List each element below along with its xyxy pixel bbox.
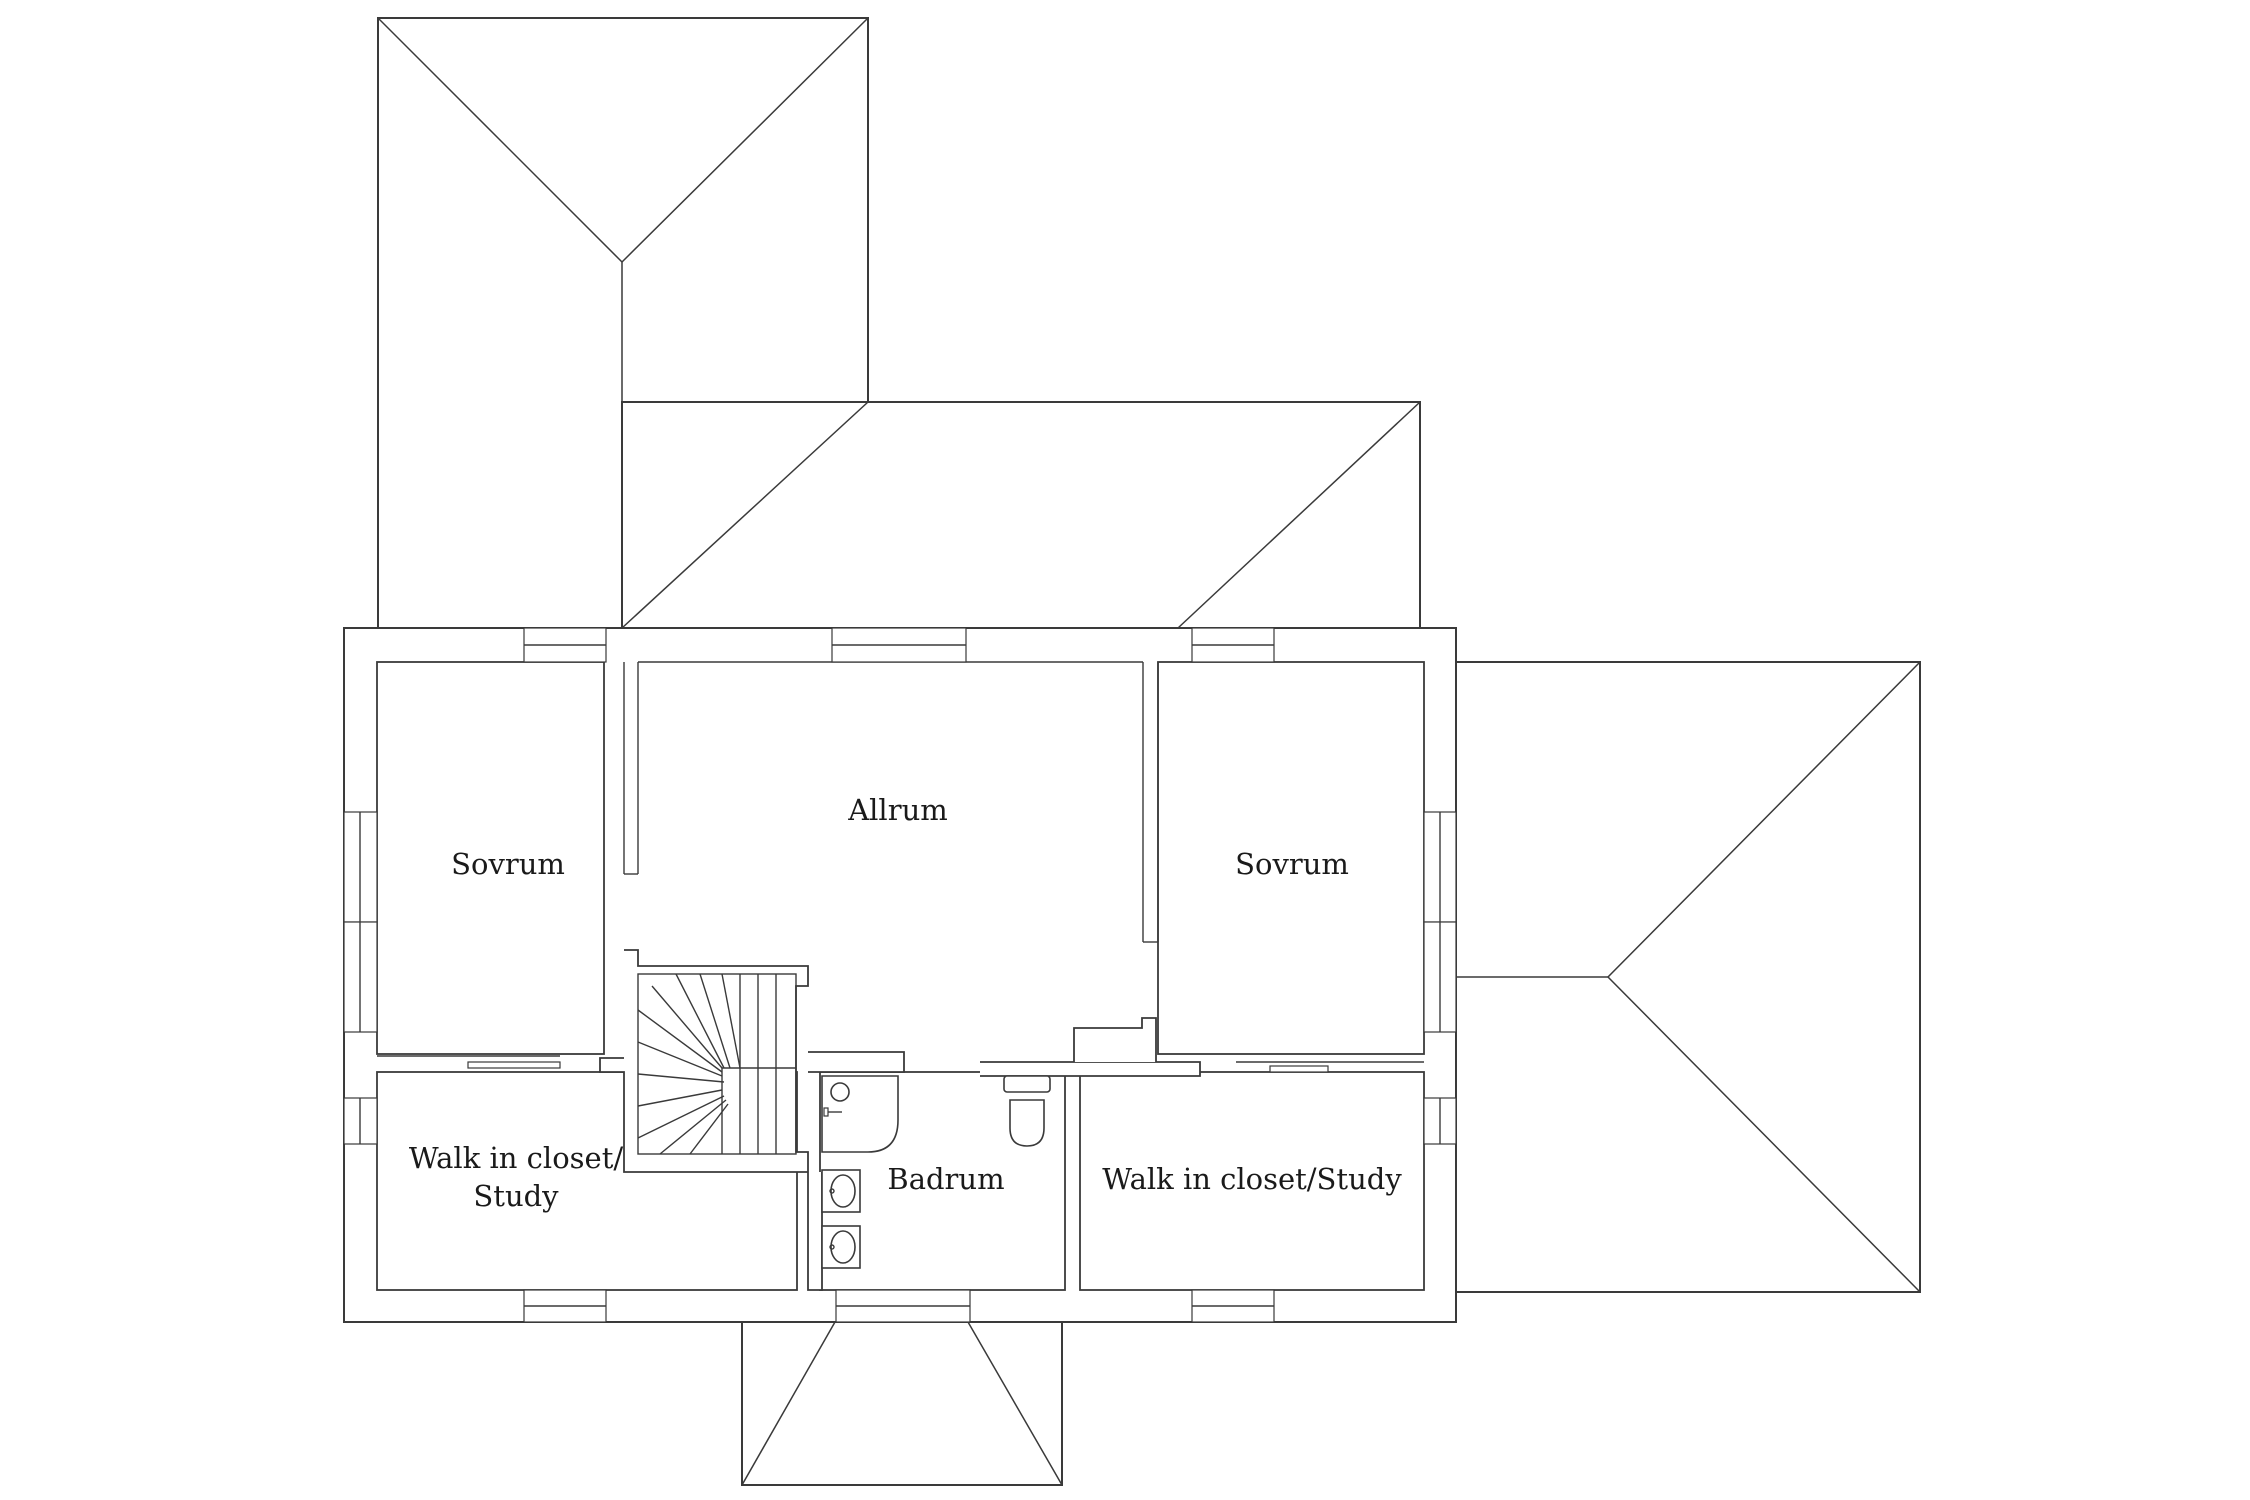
label-sovrum-left: Sovrum [451,847,565,881]
label-walk-in-left-line2: Study [473,1179,559,1213]
roof-south-porch [741,1321,1063,1486]
hall-walls [807,1017,1201,1291]
windows [343,627,1457,1323]
toilet [1003,1075,1051,1147]
room-walk-in-right [1079,1071,1425,1291]
sliding-door-left [377,1055,561,1069]
roof-east [1455,661,1921,1293]
label-sovrum-right: Sovrum [1235,847,1349,881]
sink-lower [821,1225,861,1269]
room-sovrum-left [376,661,605,1055]
sliding-door-right [1236,1061,1424,1073]
label-allrum: Allrum [847,793,948,827]
staircase [599,949,809,1173]
label-walk-in-right: Walk in closet/Study [1102,1162,1402,1196]
label-walk-in-left-line1: Walk in closet/ [409,1141,623,1175]
sink-upper [821,1169,861,1213]
roof-north-center [621,401,1421,629]
shower [821,1075,899,1153]
label-badrum: Badrum [887,1162,1004,1196]
